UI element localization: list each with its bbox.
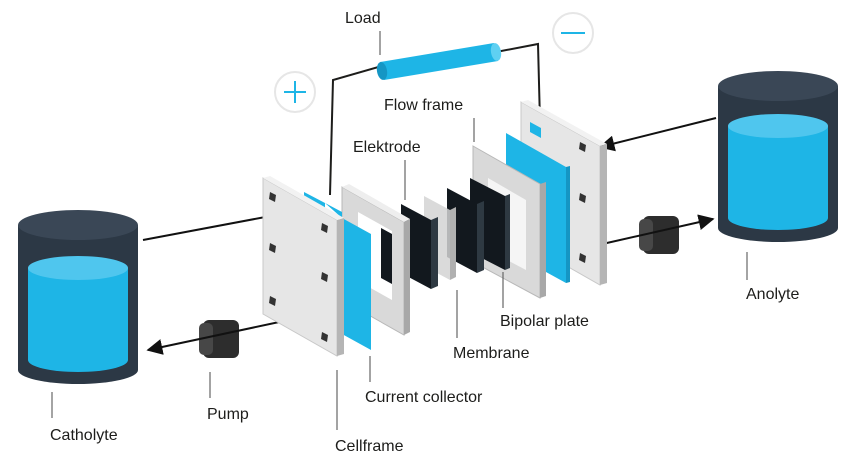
label-membrane: Membrane	[453, 345, 530, 362]
label-load: Load	[345, 10, 381, 27]
arrow-cell-to-catholyte	[146, 317, 299, 355]
catholyte-tank	[18, 210, 138, 384]
catholyte-pump	[199, 320, 239, 358]
minus-icon	[552, 12, 594, 54]
anolyte-tank	[718, 71, 838, 242]
label-anolyte: Anolyte	[746, 286, 799, 303]
label-cellframe: Cellframe	[335, 438, 404, 455]
label-flow-frame: Flow frame	[384, 97, 463, 114]
labels: Load Flow frame Elektrode Anolyte Bipola…	[50, 10, 799, 455]
label-elektrode: Elektrode	[353, 139, 421, 156]
label-current-collector: Current collector	[365, 389, 483, 406]
leader-lines	[51, 31, 748, 430]
arrow-anolyte-to-cell	[598, 117, 717, 152]
left-cellframe	[262, 176, 344, 357]
arrow-cell-to-anolyte	[597, 214, 715, 246]
load-resistor	[376, 43, 502, 80]
label-pump: Pump	[207, 406, 249, 423]
label-bipolar-plate: Bipolar plate	[500, 313, 589, 330]
plus-icon	[274, 71, 316, 113]
flow-arrows	[142, 117, 717, 355]
circuit-wires	[329, 42, 541, 196]
label-catholyte: Catholyte	[50, 427, 118, 444]
